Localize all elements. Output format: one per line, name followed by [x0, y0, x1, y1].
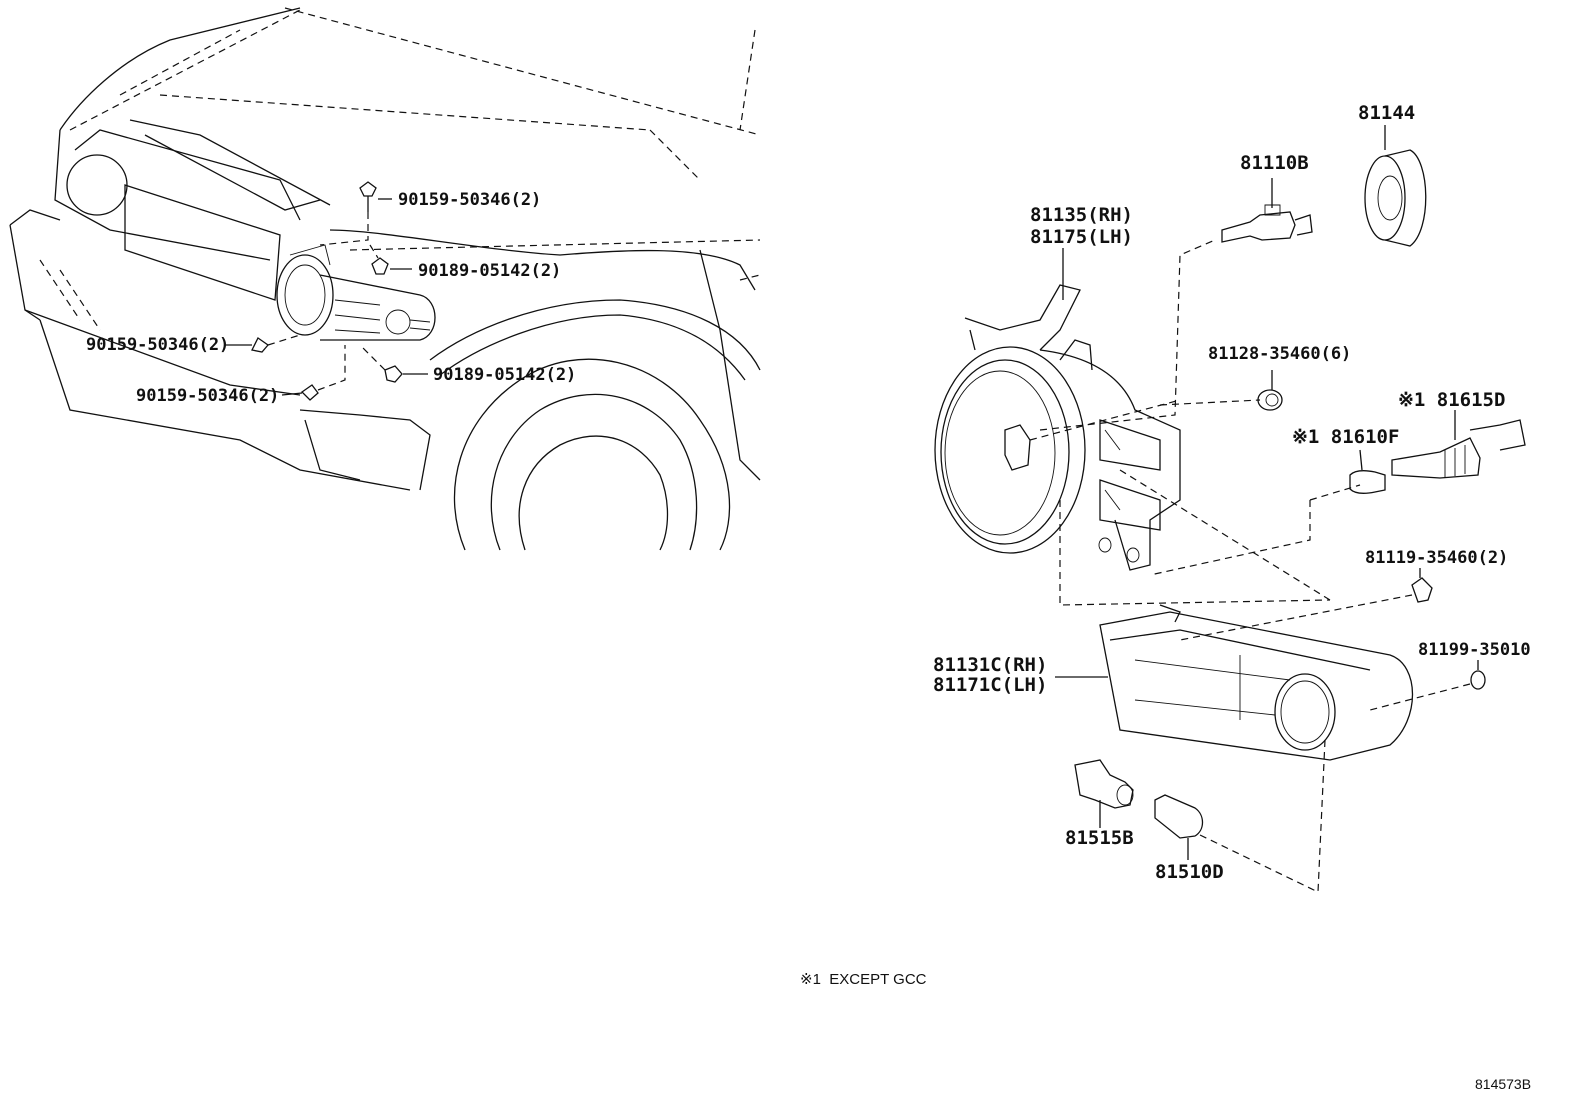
footnote-except-gcc: ※1 EXCEPT GCC [800, 971, 927, 988]
label-81144: 81144 [1358, 102, 1416, 124]
label-90159-50346-low: 90159-50346(2) [136, 386, 280, 406]
bulb-81610f-drawing [1349, 449, 1386, 494]
label-81119-35460: 81119-35460(2) [1365, 548, 1509, 568]
label-81110b: 81110B [1240, 152, 1309, 174]
label-90159-50346-top: 90159-50346(2) [398, 190, 542, 210]
label-81510d: 81510D [1155, 861, 1224, 883]
label-81128-35460: 81128-35460(6) [1208, 344, 1352, 364]
clip-81119-drawing [1179, 568, 1433, 641]
bulb-81510d-drawing [1154, 794, 1319, 893]
label-81131c-rh: 81131C(RH) [933, 654, 1048, 676]
vehicle-front-outline [9, 7, 761, 551]
label-81135-rh: 81135(RH) [1030, 204, 1133, 226]
fog-lamp-housing-drawing [934, 239, 1361, 606]
clip-81128-drawing [1257, 370, 1283, 411]
label-90159-50346-mid: 90159-50346(2) [86, 335, 230, 355]
diagram-code: 814573B [1475, 1076, 1532, 1092]
label-81515b: 81515B [1065, 827, 1134, 849]
socket-81615d-drawing [1391, 410, 1526, 479]
turn-lamp-81131c-drawing [1055, 604, 1414, 893]
grommet-81199-drawing [1369, 660, 1486, 711]
boot-81144-drawing [1364, 125, 1427, 247]
label-81610f: ※1 81610F [1292, 426, 1400, 448]
label-81199-35010: 81199-35010 [1418, 640, 1531, 660]
label-90189-05142-low: 90189-05142(2) [433, 365, 577, 385]
bulb-81110b-drawing [1221, 178, 1313, 243]
label-81175-lh: 81175(LH) [1030, 226, 1133, 248]
socket-81515b-drawing [1074, 759, 1134, 828]
label-81171c-lh: 81171C(LH) [933, 674, 1048, 696]
label-81615d: ※1 81615D [1398, 389, 1506, 411]
label-90189-05142-top: 90189-05142(2) [418, 261, 562, 281]
